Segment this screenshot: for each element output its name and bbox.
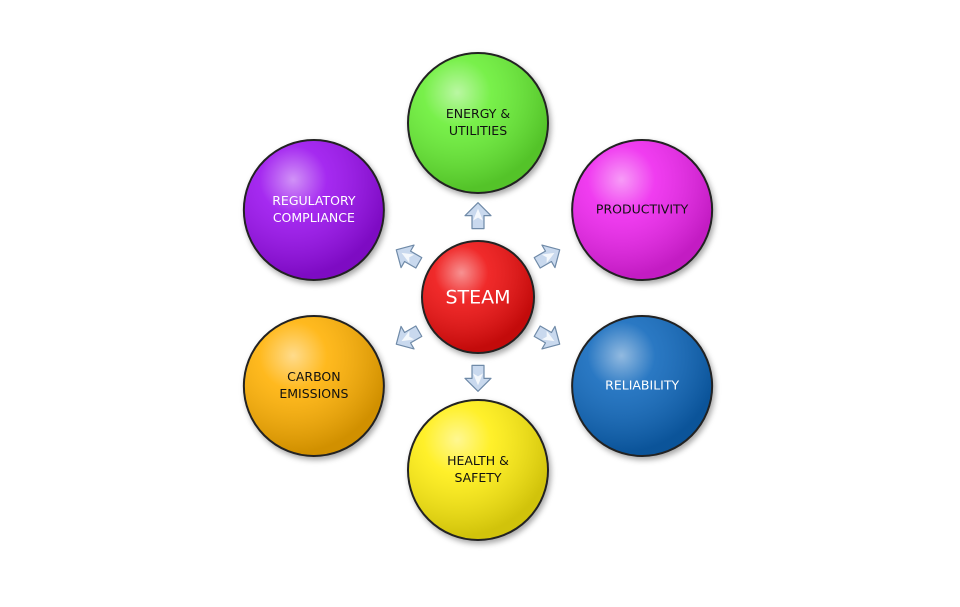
- arrow-highlight: [473, 208, 483, 221]
- arrow-to-energy-utilities: [464, 202, 492, 230]
- node-reliability: RELIABILITY: [571, 315, 714, 457]
- node-carbon-emissions: CARBON EMISSIONS: [242, 315, 385, 457]
- arrow-highlight: [401, 330, 415, 342]
- node-label: ENERGY &: [446, 106, 511, 121]
- node-gloss: [244, 141, 383, 279]
- node-label: PRODUCTIVITY: [596, 202, 689, 217]
- node-gloss: [573, 141, 712, 279]
- center-gloss: [423, 242, 533, 352]
- node-productivity: PRODUCTIVITY: [571, 139, 714, 281]
- nodes-layer: ENERGY & UTILITIES PRODUCTIVITY RELIABILITY…: [242, 52, 714, 541]
- center-label: STEAM: [445, 287, 510, 309]
- node-label: SAFETY: [454, 470, 501, 485]
- arrow-to-reliability: [533, 325, 561, 350]
- arrow-to-carbon-emissions: [395, 325, 423, 350]
- arrow-highlight: [401, 252, 415, 264]
- node-energy-utilities: ENERGY & UTILITIES: [407, 52, 549, 194]
- node-health-safety: HEALTH & SAFETY: [407, 399, 549, 541]
- arrows-layer: [395, 202, 561, 392]
- arrow-highlight: [473, 373, 483, 386]
- node-label: HEALTH &: [447, 453, 509, 468]
- arrow-to-health-safety: [464, 364, 492, 392]
- node-label: UTILITIES: [449, 123, 507, 138]
- node-gloss: [244, 317, 383, 455]
- arrow-to-productivity: [533, 244, 561, 269]
- arrow-highlight: [541, 330, 555, 342]
- node-regulatory-compliance: REGULATORY COMPLIANCE: [242, 139, 385, 281]
- node-label: COMPLIANCE: [273, 210, 355, 225]
- node-label: RELIABILITY: [605, 378, 679, 393]
- node-gloss: [409, 401, 547, 539]
- node-gloss: [573, 317, 712, 455]
- node-label: CARBON: [287, 369, 341, 384]
- center-node: STEAM: [421, 240, 535, 354]
- node-label: REGULATORY: [272, 193, 356, 208]
- node-label: EMISSIONS: [279, 386, 348, 401]
- arrow-to-regulatory-compliance: [395, 244, 423, 269]
- arrow-highlight: [541, 252, 555, 264]
- node-gloss: [409, 54, 547, 192]
